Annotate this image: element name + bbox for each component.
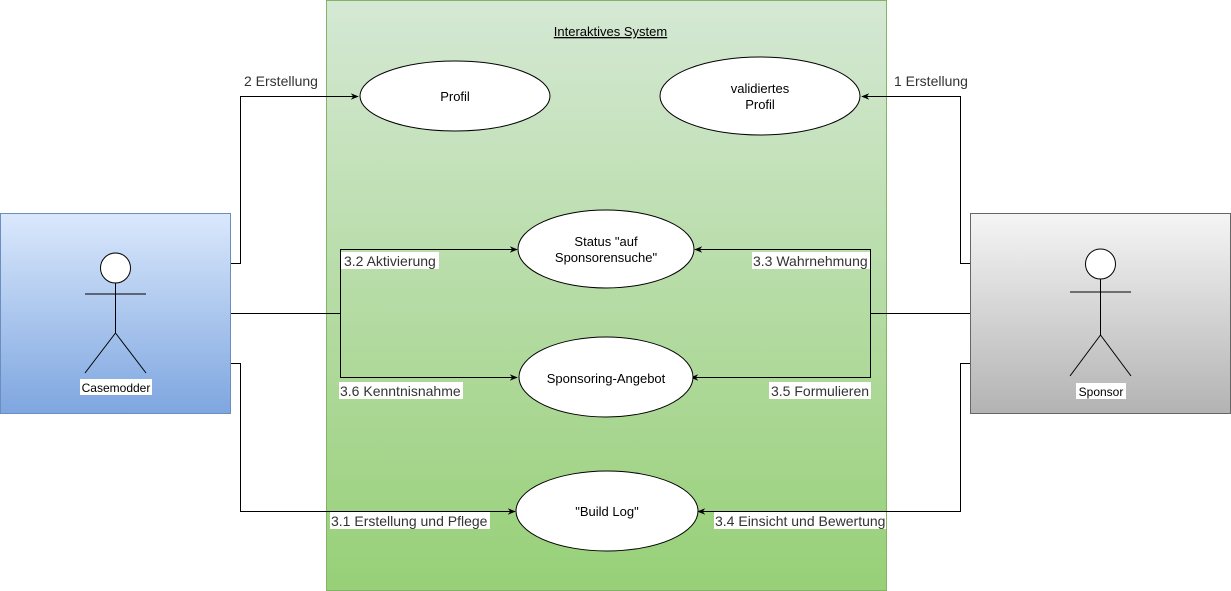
edge-label-3-5: 3.5 Formulieren — [771, 383, 869, 399]
edge-label-3-6: 3.6 Kenntnisnahme — [340, 383, 461, 399]
edge-labels: 2 Erstellung 1 Erstellung 3.2 Aktivierun… — [244, 73, 968, 529]
use-case-sponsoring-angebot[interactable]: Sponsoring-Angebot — [518, 336, 694, 418]
use-case-validiertes-profil[interactable]: validiertes Profil — [659, 56, 861, 136]
edge-3-4-einsicht-bewertung — [697, 363, 970, 515]
use-case-build-log-label: "Build Log" — [575, 504, 639, 519]
edge-label-2-erstellung: 2 Erstellung — [244, 73, 318, 89]
edge-3-2-aktivierung — [340, 246, 518, 314]
edge-3-6-kenntnisnahme — [340, 313, 518, 381]
stick-figure-icon — [1069, 248, 1132, 377]
edge-3-5-formulieren — [690, 313, 871, 381]
use-case-validiertes-profil-line1: validiertes — [731, 81, 790, 96]
use-case-profil[interactable]: Profil — [359, 60, 551, 132]
edge-3-1-erstellung-pflege — [231, 363, 516, 515]
edge-label-3-3: 3.3 Wahrnehmung — [753, 253, 868, 269]
use-case-status[interactable]: Status "auf Sponsorensuche" — [517, 209, 695, 289]
edge-3-3-wahrnehmung — [694, 246, 871, 314]
stick-figure-icon — [84, 252, 147, 374]
actor-sponsor-label: Sponsor — [1079, 385, 1124, 399]
edge-label-3-4: 3.4 Einsicht und Bewertung — [715, 513, 885, 529]
edge-2-erstellung — [231, 93, 359, 264]
use-case-status-line2: Sponsorensuche" — [555, 250, 658, 265]
actor-casemodder[interactable]: Casemodder — [0, 213, 231, 414]
use-case-build-log[interactable]: "Build Log" — [515, 470, 699, 552]
edge-label-3-2: 3.2 Aktivierung — [344, 253, 436, 269]
system-title: Interaktives System — [554, 24, 667, 39]
use-case-status-line1: Status "auf — [574, 234, 638, 249]
edge-label-1-erstellung: 1 Erstellung — [894, 73, 968, 89]
edge-1-erstellung — [861, 93, 970, 264]
use-case-sponsoring-angebot-label: Sponsoring-Angebot — [547, 371, 666, 386]
actor-sponsor[interactable]: Sponsor — [970, 213, 1231, 414]
actor-casemodder-label: Casemodder — [82, 381, 151, 395]
use-case-profil-label: Profil — [440, 89, 470, 104]
edges — [231, 93, 970, 515]
edge-label-3-1: 3.1 Erstellung und Pflege — [331, 513, 488, 529]
use-case-validiertes-profil-line2: Profil — [745, 97, 775, 112]
